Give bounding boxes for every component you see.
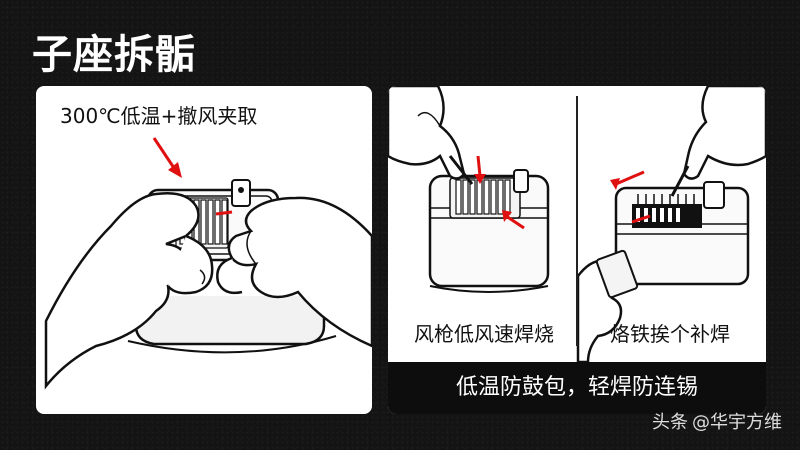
heat-gun-and-soldering-illustration: [388, 86, 766, 362]
tip-banner: 低温防鼓包，轻焊防连锡: [388, 362, 766, 414]
page-title: 子座拆骺: [32, 32, 196, 78]
panel-divider: [576, 96, 578, 346]
left-panel-caption: 300℃低温+撤风夹取: [60, 104, 258, 128]
heat-gun-caption: 风枪低风速焊烧: [414, 322, 554, 346]
watermark-author: @华宇方维: [692, 412, 782, 433]
watermark: 头条 @华宇方维: [652, 408, 782, 434]
hands-removing-socket-illustration: [44, 137, 372, 390]
soldering-iron-caption: 烙铁挨个补焊: [610, 322, 730, 346]
watermark-brand: 头条: [652, 412, 688, 433]
left-illustration-panel: 300℃低温+撤风夹取: [36, 86, 372, 414]
right-illustration-panel: 风枪低风速焊烧 烙铁挨个补焊 低温防鼓包，轻焊防连锡: [388, 86, 766, 414]
